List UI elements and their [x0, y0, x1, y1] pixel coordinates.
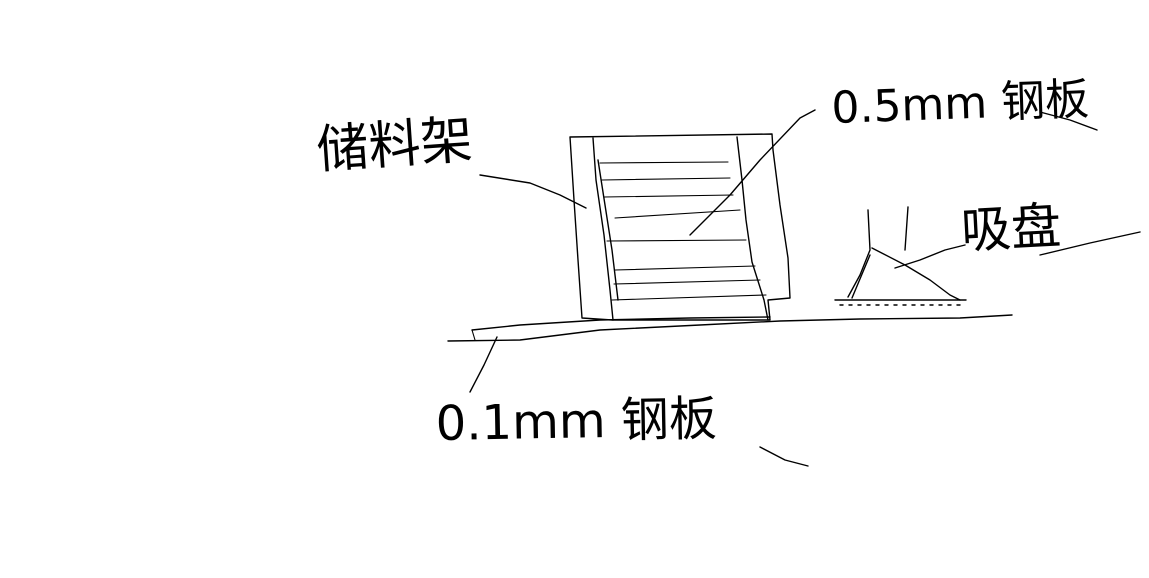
base-line: [447, 314, 1013, 342]
rack-leader: [479, 174, 587, 209]
suction-cup-label: 吸盘: [960, 197, 1063, 260]
storage-rack: [569, 133, 791, 321]
plate-stack: [599, 161, 767, 301]
rack-label: 储料架: [315, 110, 475, 181]
plate-bottom-leader: [469, 336, 498, 393]
suction-leader: [894, 244, 966, 269]
plate-bottom-label: 0.1mm 钢板: [435, 391, 717, 452]
leader-lines: [469, 109, 1141, 467]
suction-tail: [1039, 231, 1141, 256]
thin-plate: [471, 316, 771, 331]
suction-cup: [834, 206, 967, 306]
plate-top-label: 0.5mm 钢板: [831, 74, 1090, 134]
plate-top-leader: [689, 109, 816, 236]
plate-top-tail: [1039, 111, 1098, 131]
thin-plate-edge: [471, 329, 476, 341]
plate-bottom-tail: [759, 446, 809, 467]
